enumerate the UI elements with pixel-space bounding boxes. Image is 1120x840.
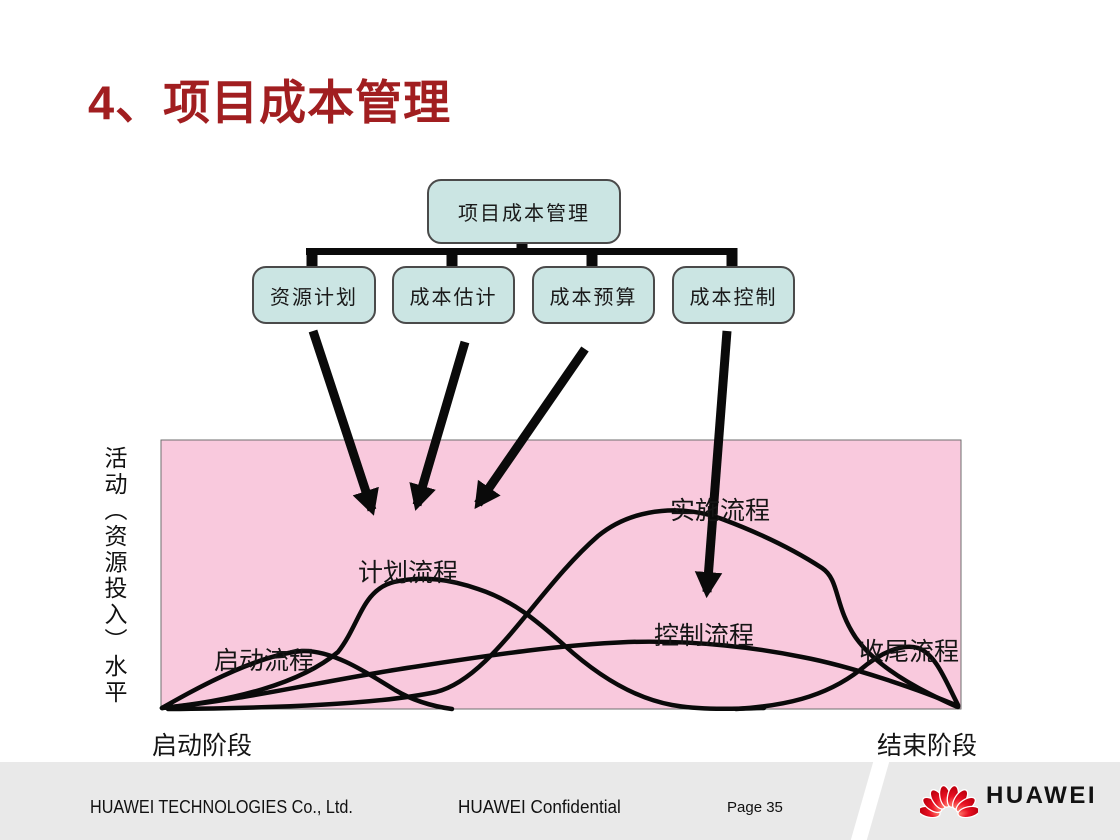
curve-label-planning: 计划流程	[358, 560, 459, 587]
curve-controlling	[159, 639, 961, 711]
page-title: 4、项目成本管理	[88, 76, 452, 129]
org-node-root-label: 项目成本管理	[458, 203, 590, 225]
arrow-cost-estimating	[409, 340, 470, 511]
org-node-root: 项目成本管理	[427, 179, 621, 244]
arrow-resource-planning	[308, 329, 379, 516]
footer-confidential-text: HUAWEI Confidential	[458, 797, 621, 817]
org-node-label: 成本估计	[409, 286, 498, 309]
arrow-cost-control	[694, 330, 732, 599]
x-axis-end-label: 结束阶段	[877, 733, 978, 760]
org-node-label: 成本预算	[549, 286, 638, 309]
x-axis-start-label: 启动阶段	[152, 733, 253, 760]
footer-diagonal-decoration	[850, 762, 890, 840]
curve-closing	[733, 644, 961, 712]
tree-connectors	[306, 237, 738, 268]
curve-label-controlling: 控制流程	[654, 623, 755, 650]
mapping-arrows	[308, 329, 732, 599]
curve-label-closing: 收尾流程	[859, 639, 960, 666]
y-axis-label: 活动（资源投入）水平	[101, 446, 126, 706]
curve-label-initiating: 启动流程	[214, 648, 315, 675]
huawei-flower-icon	[920, 784, 978, 818]
curve-initiating	[159, 648, 455, 712]
org-node-label: 资源计划	[270, 286, 358, 309]
curve-planning	[159, 576, 767, 712]
huawei-logo-text: HUAWEI	[986, 782, 1097, 809]
org-node-cost-control: 成本控制	[672, 266, 795, 324]
org-node-resource-planning: 资源计划	[252, 266, 376, 324]
footer-company-text: HUAWEI TECHNOLOGIES Co., Ltd.	[90, 797, 353, 817]
footer-bar: HUAWEI TECHNOLOGIES Co., Ltd. HUAWEI Con…	[0, 762, 1120, 840]
org-node-cost-budgeting: 成本预算	[532, 266, 655, 324]
footer-page-number: Page 35	[727, 799, 783, 816]
huawei-logo: HUAWEI	[920, 774, 1097, 818]
curve-label-executing: 实施流程	[670, 498, 771, 525]
org-node-label: 成本控制	[689, 286, 778, 309]
arrow-cost-budgeting	[474, 346, 589, 510]
org-node-cost-estimating: 成本估计	[392, 266, 515, 324]
process-curves	[159, 508, 961, 712]
